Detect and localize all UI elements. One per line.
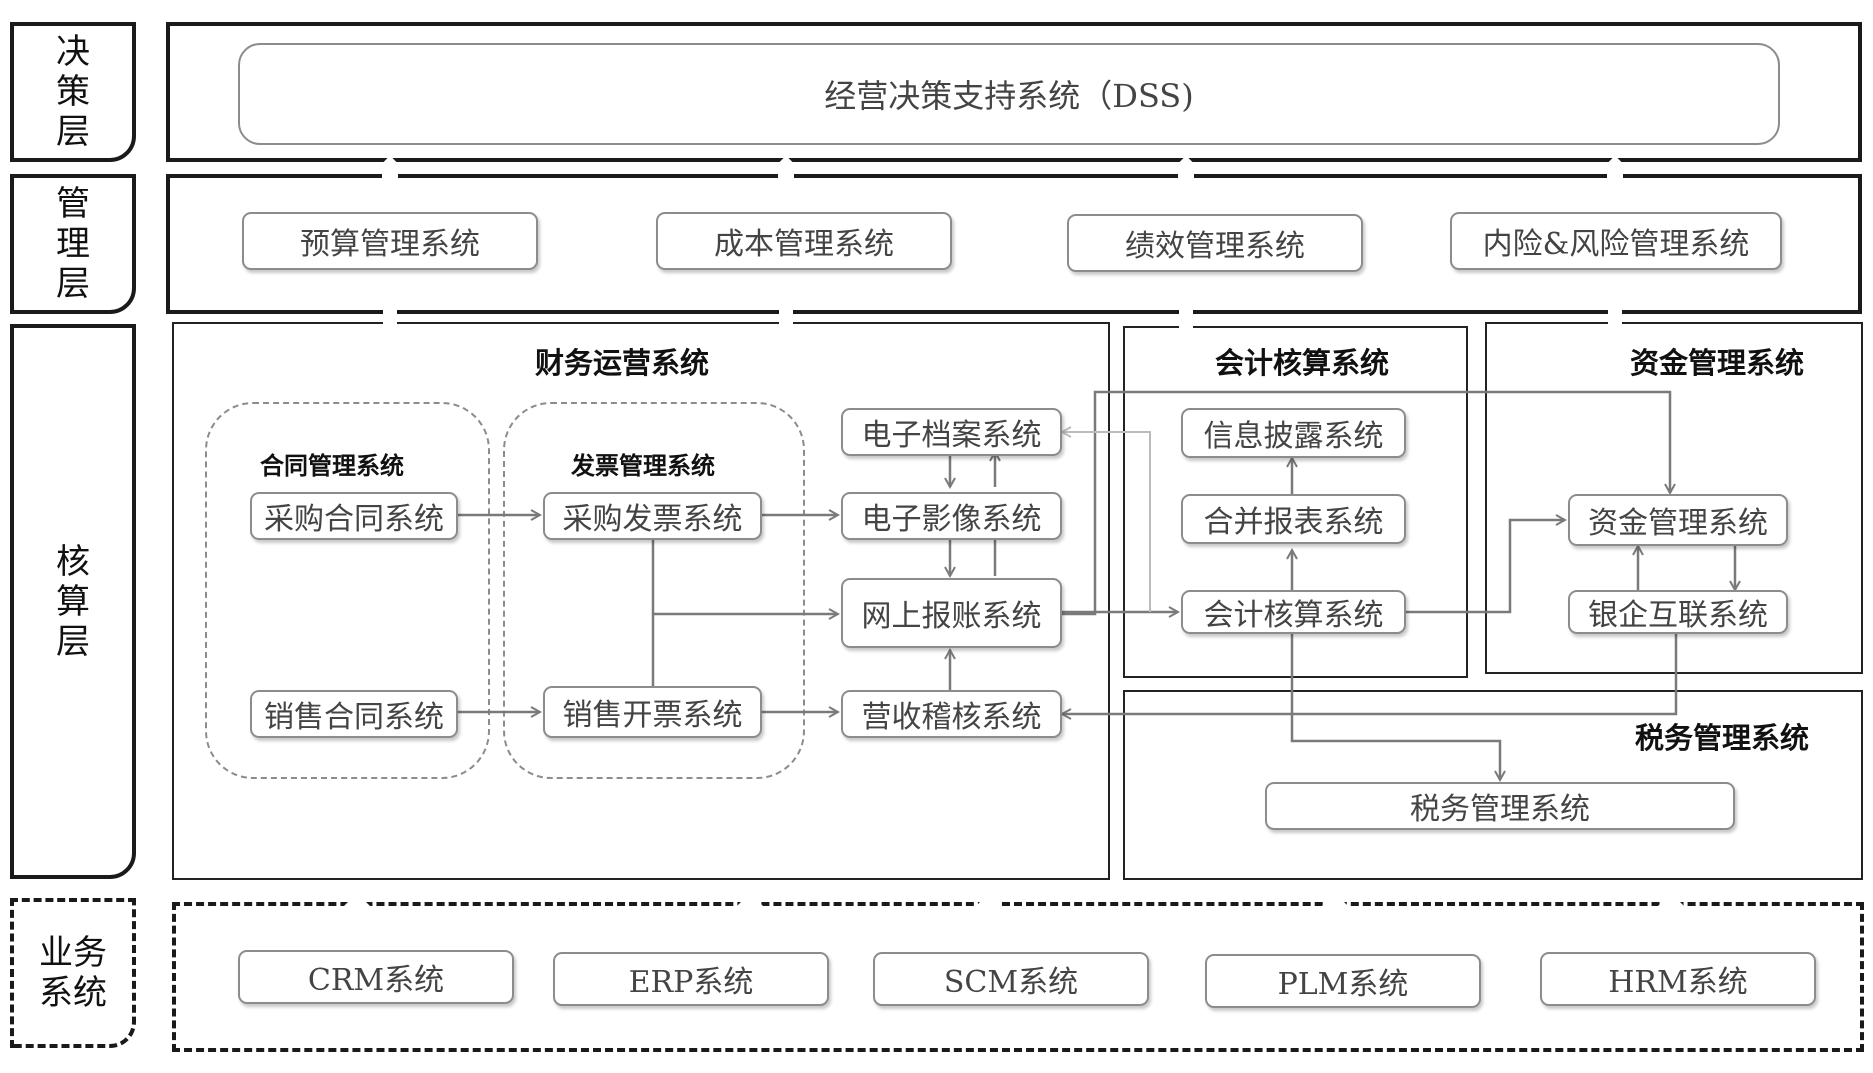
e-image-box: 电子影像系统: [841, 492, 1062, 540]
hrm-box: HRM系统: [1540, 952, 1816, 1006]
consolidated-report-box: 合并报表系统: [1181, 494, 1406, 544]
finance-ops-title: 财务运营系统: [535, 346, 710, 380]
up-arrow-icon: [1179, 306, 1193, 339]
up-arrow-icon: [1319, 893, 1351, 931]
invoice-group: [503, 402, 805, 779]
up-arrow-icon: [1608, 306, 1622, 339]
up-arrow-icon: [383, 306, 397, 339]
decision-layer-band: [166, 22, 1862, 162]
sales-invoice-box: 销售开票系统: [543, 686, 762, 738]
dss-box: 经营决策支持系统（DSS): [238, 43, 1780, 145]
up-arrow-icon: [769, 156, 803, 196]
up-arrow-icon: [779, 306, 793, 339]
e-archive-box: 电子档案系统: [841, 408, 1062, 456]
plm-box: PLM系统: [1205, 954, 1481, 1008]
up-arrow-icon: [1169, 156, 1203, 196]
up-arrow-icon: [341, 893, 373, 931]
cost-management-box: 成本管理系统: [656, 212, 952, 270]
business-layer-band: [172, 902, 1864, 1052]
online-reimbursement-box: 网上报账系统: [841, 578, 1062, 648]
sales-contract-box: 销售合同系统: [250, 690, 458, 738]
accounting-system-box: 会计核算系统: [1181, 590, 1406, 634]
erp-box: ERP系统: [553, 952, 829, 1006]
layer-label-business: 业务系统: [10, 898, 136, 1048]
contract-group: [205, 402, 490, 779]
up-arrow-icon: [1655, 893, 1687, 931]
tax-panel-title: 税务管理系统: [1635, 721, 1810, 755]
budget-management-box: 预算管理系统: [242, 212, 538, 270]
fund-management-box: 资金管理系统: [1568, 494, 1788, 546]
layer-label-management: 管理层: [10, 174, 136, 314]
up-arrow-icon: [973, 893, 1005, 931]
layer-label-accounting: 核算层: [10, 324, 136, 879]
scm-box: SCM系统: [873, 952, 1149, 1006]
crm-box: CRM系统: [238, 950, 514, 1004]
up-arrow-icon: [734, 893, 766, 931]
funds-panel-title: 资金管理系统: [1630, 346, 1805, 380]
up-arrow-icon: [1598, 156, 1632, 196]
management-layer-band: [166, 174, 1862, 314]
bank-enterprise-box: 银企互联系统: [1568, 590, 1788, 634]
contract-group-title: 合同管理系统: [260, 452, 404, 480]
accounting-panel-title: 会计核算系统: [1215, 346, 1390, 380]
up-arrow-icon: [373, 156, 407, 196]
risk-management-box: 内险&风险管理系统: [1450, 212, 1782, 270]
performance-management-box: 绩效管理系统: [1067, 214, 1363, 272]
invoice-group-title: 发票管理系统: [571, 452, 715, 480]
revenue-audit-box: 营收稽核系统: [841, 690, 1062, 738]
purchase-invoice-box: 采购发票系统: [543, 492, 762, 540]
info-disclosure-box: 信息披露系统: [1181, 408, 1406, 458]
purchase-contract-box: 采购合同系统: [250, 492, 458, 540]
tax-management-box: 税务管理系统: [1265, 782, 1735, 830]
layer-label-decision: 决策层: [10, 22, 136, 162]
